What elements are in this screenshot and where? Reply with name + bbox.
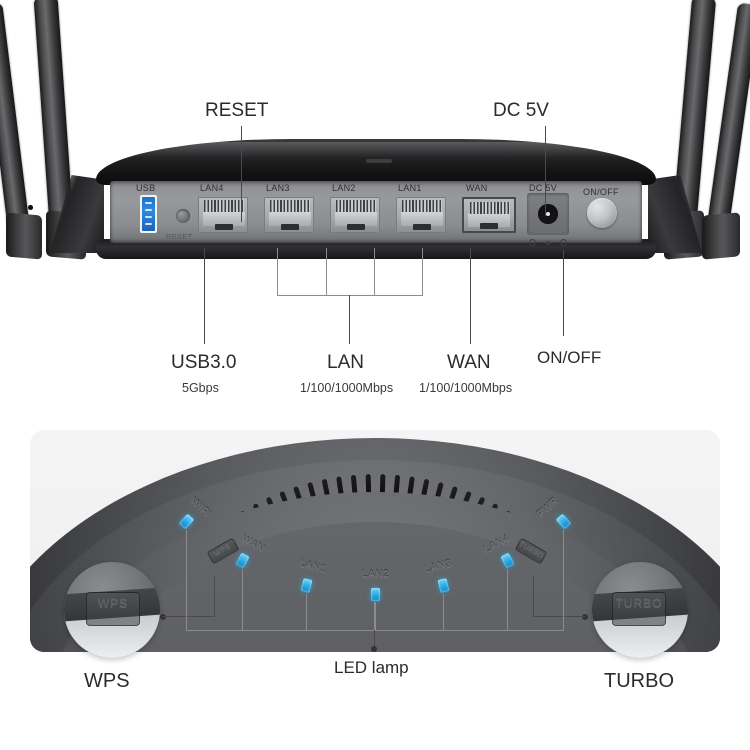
- lan-bracket-stem-2: [374, 248, 376, 296]
- silk-label-lan1: LAN1: [398, 183, 422, 193]
- silk-label-reset: RESET: [166, 232, 193, 241]
- callout-wan-title: WAN: [447, 352, 491, 373]
- turbo-leader-dot: [582, 614, 588, 620]
- wps-magnifier: WPS: [64, 562, 160, 658]
- leader-line-onoff: [563, 250, 565, 336]
- led-bracket-stem: [442, 593, 444, 630]
- dc-polarity-icon: [529, 238, 569, 247]
- lan2-port[interactable]: [330, 197, 380, 233]
- power-onoff-button[interactable]: [587, 198, 617, 228]
- leader-line-dc5v: [545, 126, 547, 216]
- lan-bracket-stem-1: [422, 248, 424, 296]
- leader-line-wan: [470, 248, 472, 344]
- rear-ports-panel: USB LAN4 LAN3 LAN2 LAN1 WAN DC 5V ON/OFF…: [0, 0, 750, 395]
- dc-power-jack[interactable]: [527, 193, 569, 235]
- wan-port[interactable]: [462, 197, 516, 233]
- callout-lan-title: LAN: [327, 352, 364, 373]
- silk-label-lan2: LAN2: [332, 183, 356, 193]
- leader-line-reset: [241, 126, 243, 222]
- callout-onoff-title: ON/OFF: [537, 348, 602, 367]
- callout-wan-subtitle: 1/100/1000Mbps: [419, 381, 513, 395]
- top-leds-panel: WPS TURBO WIFI WAN LAN1 LAN2 LAN3 LAN4 P…: [0, 430, 750, 750]
- reset-button[interactable]: [176, 209, 190, 223]
- turbo-leader-horizontal: [533, 616, 585, 618]
- lan3-port[interactable]: [264, 197, 314, 233]
- silk-label-dc5v: DC 5V: [529, 183, 558, 193]
- callout-led-lamp-label: LED lamp: [334, 658, 409, 677]
- antenna-left-outer: [0, 2, 30, 232]
- silk-label-usb: USB: [136, 183, 156, 193]
- silk-label-wan: WAN: [466, 183, 488, 193]
- callout-turbo-label: TURBO: [604, 670, 674, 692]
- led-bracket-stem: [185, 529, 187, 630]
- turbo-magnified-button: TURBO: [612, 592, 666, 626]
- led-bracket-stem: [306, 593, 308, 630]
- led-text-lan2: LAN2: [362, 569, 390, 580]
- usb3-port-contacts: [142, 197, 155, 231]
- router-rear-chassis: USB LAN4 LAN3 LAN2 LAN1 WAN DC 5V ON/OFF…: [50, 139, 702, 259]
- led-bracket-stem: [241, 568, 244, 630]
- lan-bracket-stem-3: [326, 248, 328, 296]
- chassis-gloss-highlight: [122, 142, 630, 158]
- led-lamp-leader: [374, 630, 376, 648]
- led-indicator-lan2: [370, 587, 380, 601]
- led-lamp-leader-dot: [371, 646, 377, 652]
- turbo-leader-vertical: [533, 576, 535, 617]
- silk-label-lan3: LAN3: [266, 183, 290, 193]
- callout-dc5v-label: DC 5V: [493, 100, 549, 121]
- callout-usb30-title: USB3.0: [171, 352, 237, 373]
- silk-label-lan4: LAN4: [200, 183, 224, 193]
- lan4-port[interactable]: [198, 197, 248, 233]
- dc-jack-barrel: [538, 204, 558, 224]
- led-bracket-stem: [374, 602, 376, 630]
- wps-leader-vertical: [214, 576, 216, 617]
- antenna-screw-left-outer: [28, 205, 33, 210]
- led-bracket-stem: [562, 529, 565, 630]
- dc-jack-center-pin: [546, 212, 550, 216]
- port-plate: USB LAN4 LAN3 LAN2 LAN1 WAN DC 5V ON/OFF…: [110, 181, 642, 246]
- usb3-port[interactable]: [140, 195, 157, 233]
- wps-magnified-button: WPS: [86, 592, 140, 626]
- chassis-bottom-lip: [96, 239, 656, 259]
- leader-line-lan: [349, 295, 351, 344]
- antenna-hinge-right-outer: [702, 212, 740, 260]
- callout-usb30-subtitle: 5Gbps: [182, 381, 219, 395]
- lan-bracket-stem-4: [277, 248, 279, 296]
- lan1-port[interactable]: [396, 197, 446, 233]
- leader-line-usb: [204, 248, 206, 344]
- antenna-hinge-left-outer: [6, 212, 42, 260]
- chassis-top-shell: [96, 139, 656, 185]
- callout-reset-label: RESET: [205, 100, 269, 121]
- callout-lan-subtitle: 1/100/1000Mbps: [300, 381, 394, 395]
- led-bracket-stem: [506, 568, 509, 630]
- chassis-notch: [366, 159, 392, 163]
- antenna-right-outer: [707, 2, 750, 228]
- silk-label-onoff: ON/OFF: [583, 187, 619, 197]
- turbo-magnifier: TURBO: [592, 562, 688, 658]
- wps-leader-horizontal: [163, 616, 215, 618]
- callout-wps-label: WPS: [84, 670, 130, 692]
